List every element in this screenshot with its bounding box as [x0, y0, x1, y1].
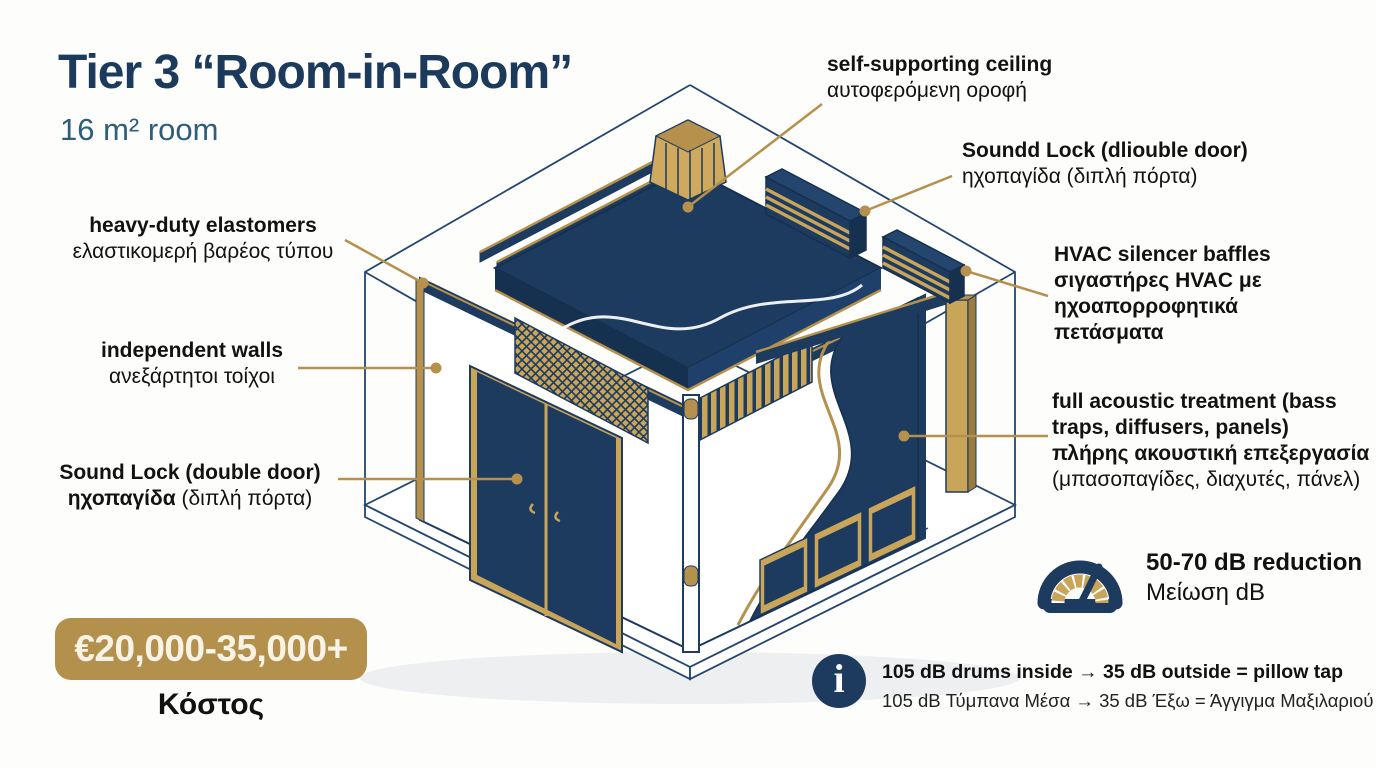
hvac-baffle-box-2	[881, 229, 966, 305]
door-handle-left	[529, 503, 536, 515]
door-handle-right	[554, 511, 561, 523]
gauge-icon	[1037, 560, 1123, 613]
label-sound-lock-left: Sound Lock (double door) ηχοπαγίδα (διπλ…	[40, 460, 340, 512]
cost-label: Κόστος	[157, 688, 265, 721]
ceiling-assembly	[479, 119, 978, 493]
label-heavy-duty-elastomers: heavy-duty elastomers ελαστικομερή βαρέο…	[62, 213, 344, 265]
label-el: σιγαστήρες HVAC με ηχοαπορροφητικά πετάσ…	[1054, 269, 1262, 344]
gold-post	[944, 294, 978, 493]
corner-post	[682, 394, 700, 653]
acoustic-diffuser-panels	[759, 483, 917, 617]
crosshatch-panel	[514, 316, 649, 445]
label-el: ηχοπαγίδα (διπλή πόρτα)	[67, 487, 313, 510]
double-door	[469, 364, 623, 654]
reduction-el: Μείωση dB	[1146, 579, 1265, 606]
label-el: αυτοφερόμενη οροφή	[827, 79, 1027, 102]
hvac-baffle-box-1	[764, 168, 868, 260]
label-en: self-supporting ceiling	[827, 53, 1053, 76]
reduction-en: 50-70 dB reduction	[1146, 549, 1363, 576]
slab-wave-line	[559, 283, 863, 332]
cost-badge: €20,000-35,000+	[55, 618, 367, 680]
leader-lines	[298, 103, 1049, 485]
fluted-column	[649, 119, 727, 201]
label-el: ηχοπαγίδα (διπλή πόρτα)	[962, 165, 1198, 188]
label-en: Soundd Lock (dliouble door)	[962, 139, 1248, 162]
info-text-el: 105 dB Τύμπανα Μέσα → 35 dB Έξω = Άγγιγμ…	[882, 690, 1374, 711]
label-self-supporting-ceiling: self-supporting ceiling αυτοφερόμενη ορο…	[827, 52, 1052, 104]
wall-corner-gold-strip	[415, 279, 425, 523]
slat-panel	[699, 338, 813, 442]
cost-value: €20,000-35,000+	[74, 628, 348, 669]
elastomer-pad-bottom	[683, 565, 699, 587]
label-full-acoustic-treatment: full acoustic treatment (bass traps, dif…	[1052, 389, 1376, 493]
label-el: ανεξάρτητοι τοίχοι	[109, 365, 275, 388]
elastomer-pad-top	[683, 398, 699, 420]
label-el: ελαστικομερή βαρέος τύπου	[72, 240, 334, 263]
label-en: Sound Lock (double door)	[59, 461, 321, 484]
label-sound-lock-top: Soundd Lock (dliouble door) ηχοπαγίδα (δ…	[962, 138, 1248, 190]
info-icon: i	[812, 654, 866, 708]
reduction-label: 50-70 dB reduction Μείωση dB	[1146, 548, 1362, 608]
info-text-en: 105 dB drums inside → 35 dB outside = pi…	[882, 661, 1344, 683]
label-en: HVAC silencer baffles	[1054, 243, 1271, 266]
label-el: (μπασοπαγίδες, διαχυτές, πάνελ)	[1052, 468, 1361, 491]
page-title: Tier 3 “Room-in-Room”	[58, 46, 573, 99]
label-hvac-silencer-baffles: HVAC silencer baffles σιγαστήρες HVAC με…	[1054, 242, 1312, 346]
label-en: independent walls	[100, 339, 284, 362]
hvac-baffle-boxes	[764, 168, 966, 305]
page-subtitle: 16 m² room	[60, 112, 219, 147]
right-rail	[755, 290, 949, 364]
label-el-bold: πλήρης ακουστική επεξεργασία	[1052, 442, 1370, 465]
label-en: full acoustic treatment (bass traps, dif…	[1052, 390, 1337, 439]
label-independent-walls: independent walls ανεξάρτητοι τοίχοι	[57, 338, 327, 390]
label-en: heavy-duty elastomers	[89, 214, 317, 237]
